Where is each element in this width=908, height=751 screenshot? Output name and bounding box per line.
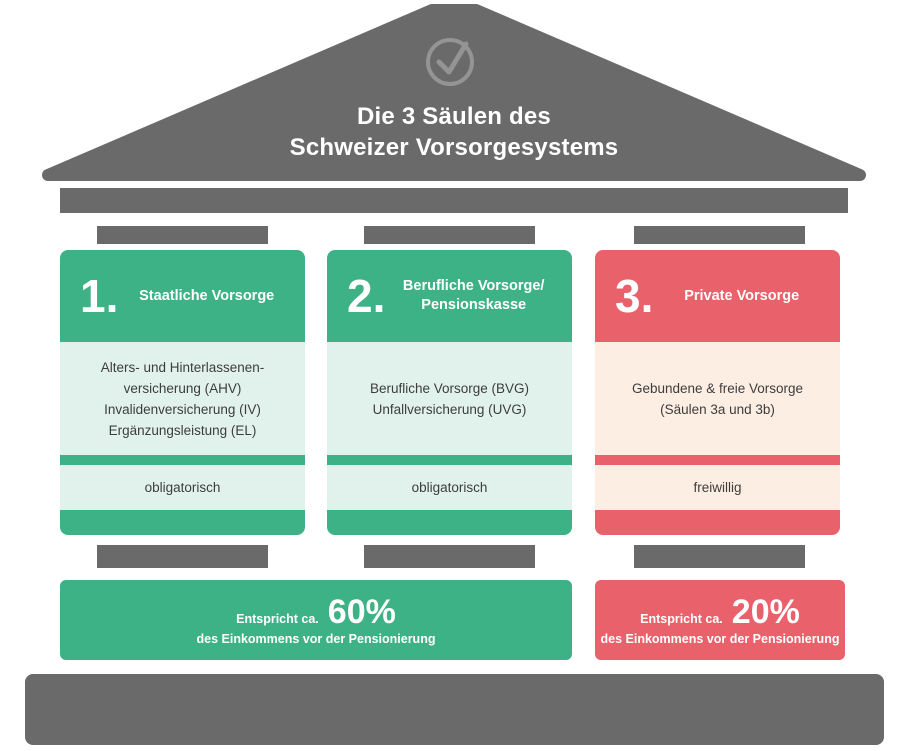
banner-prefix: Entspricht ca. <box>236 611 319 626</box>
banner-caption: des Einkommens vor der Pensionierung <box>196 631 436 646</box>
pillar-1-status: obligatorisch <box>60 465 305 510</box>
roof <box>42 4 866 181</box>
pillar-2-number: 2. <box>347 270 386 322</box>
pillar-1-items: Alters- und Hinterlassenen-versicherung … <box>60 342 305 455</box>
pillar-2-capital <box>364 226 535 244</box>
banner-prefix: Entspricht ca. <box>640 611 723 626</box>
check-circle-icon <box>426 38 474 86</box>
pillar-item: Berufliche Vorsorge (BVG) <box>369 380 530 396</box>
pillar-item: Unfallversicherung (UVG) <box>372 401 527 417</box>
pillar-item: Invalidenversicherung (IV) <box>104 401 261 417</box>
banner-20-line1: Entspricht ca. 20% <box>640 595 800 629</box>
pillar-2-footing <box>364 545 535 568</box>
pillar-item: Gebundene & freie Vorsorge (Säulen 3a un… <box>631 380 804 417</box>
pillar-3-status: freiwillig <box>595 465 840 510</box>
pillar-divider <box>60 455 305 465</box>
pillar-3-footing <box>634 545 805 568</box>
pillar-1-header: 1. Staatliche Vorsorge <box>60 250 305 342</box>
pillar-2-header: 2. Berufliche Vorsorge/ Pensionskasse <box>327 250 572 342</box>
pillar-2-name: Berufliche Vorsorge/ Pensionskasse <box>402 278 545 313</box>
pillar-3-items: Gebundene & freie Vorsorge (Säulen 3a un… <box>595 342 840 455</box>
pillar-1-number: 1. <box>80 270 119 322</box>
banner-60-percent: Entspricht ca. 60% des Einkommens vor de… <box>60 580 572 660</box>
pillar-3-header: 3. Private Vorsorge <box>595 250 840 342</box>
base-plinth <box>25 674 884 745</box>
architrave-bar <box>60 188 848 213</box>
pillar-1-name: Staatliche Vorsorge <box>139 287 275 304</box>
pillar-1-staatliche-vorsorge: 1. Staatliche Vorsorge Alters- und Hinte… <box>60 250 305 535</box>
pillar-3-private-vorsorge: 3. Private Vorsorge Gebundene & freie Vo… <box>595 250 840 535</box>
pillar-2-berufliche-vorsorge: 2. Berufliche Vorsorge/ Pensionskasse Be… <box>327 250 572 535</box>
pillar-item: Ergänzungsleistung (EL) <box>108 422 257 438</box>
pillar-divider <box>595 455 840 465</box>
pillar-2-status: obligatorisch <box>327 465 572 510</box>
banner-caption: des Einkommens vor der Pensionierung <box>600 631 840 646</box>
pillar-1-footing <box>97 545 268 568</box>
pillar-3-number: 3. <box>615 270 654 322</box>
banner-60-line1: Entspricht ca. 60% <box>236 595 396 629</box>
page-title: Die 3 Säulen des Schweizer Vorsorgesyste… <box>0 101 908 163</box>
banner-percent: 20% <box>731 592 800 631</box>
page-title-line2: Schweizer Vorsorgesystems <box>289 134 619 161</box>
pillar-1-capital <box>97 226 268 244</box>
pillar-divider <box>327 455 572 465</box>
banner-20-percent: Entspricht ca. 20% des Einkommens vor de… <box>595 580 845 660</box>
pillar-2-items: Berufliche Vorsorge (BVG) Unfallversiche… <box>327 342 572 455</box>
roof-shape <box>42 4 866 181</box>
page-title-line1: Die 3 Säulen des <box>357 103 551 130</box>
pillar-item: Alters- und Hinterlassenen-versicherung … <box>100 359 265 396</box>
pillar-bottom-cap <box>595 510 840 535</box>
pillar-3-name: Private Vorsorge <box>684 287 800 304</box>
pillar-bottom-cap <box>327 510 572 535</box>
banner-percent: 60% <box>327 592 396 631</box>
pillar-bottom-cap <box>60 510 305 535</box>
pillar-3-capital <box>634 226 805 244</box>
